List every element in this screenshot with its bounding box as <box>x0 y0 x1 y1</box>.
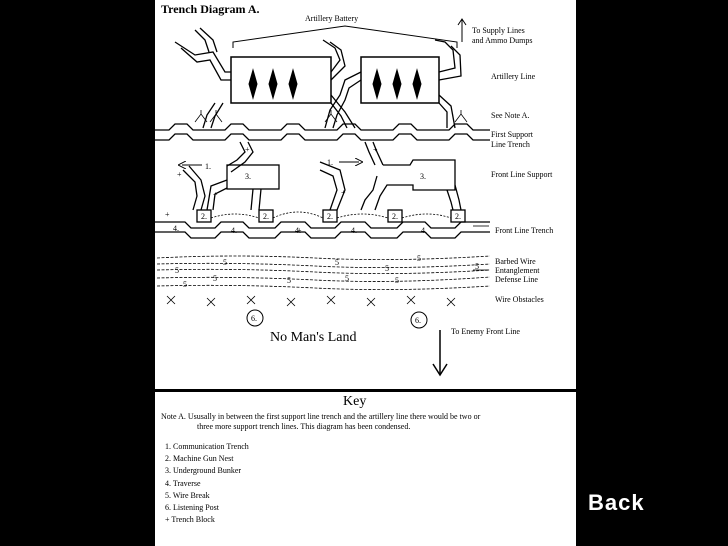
marker-machine-gun-nest: 2. <box>263 212 269 221</box>
wire-obstacles-label: Wire Obstacles <box>495 295 544 304</box>
barbed-wire-label: Barbed Wire <box>495 257 536 266</box>
back-button[interactable]: Back <box>588 490 645 515</box>
marker-trench-block: + <box>213 190 218 199</box>
artillery-emplacement <box>230 56 440 104</box>
marker-traverse: 4. <box>295 226 301 235</box>
front-line-support <box>182 141 462 211</box>
supply-lines-label: To Supply Lines <box>472 26 525 35</box>
marker-wire-break: 5 <box>385 264 389 273</box>
marker-trench-block: + <box>341 188 346 197</box>
key-title: Key <box>343 394 367 409</box>
marker-wire-break: 5 <box>175 266 179 275</box>
note-a-line-1: Note A. Ususally in between the first su… <box>161 412 481 421</box>
entanglement-label: Entanglement <box>495 266 540 275</box>
key-item: 1. Communication Trench <box>165 442 249 451</box>
front-line-trench <box>155 221 490 239</box>
marker-machine-gun-nest: 2. <box>392 212 398 221</box>
wire-obstacles <box>166 295 456 307</box>
artillery-battery-brace <box>232 25 458 48</box>
ammo-dumps-label: and Ammo Dumps <box>472 36 533 45</box>
enemy-arrow <box>432 330 448 377</box>
marker-bunker: 3. <box>420 172 426 181</box>
barbed-wire-entanglement <box>156 255 491 290</box>
marker-wire-break: 5 <box>475 262 479 271</box>
marker-machine-gun-nest: 2. <box>455 212 461 221</box>
listening-post <box>246 309 428 329</box>
marker-wire-break: 5 <box>183 280 187 289</box>
key-divider <box>155 389 576 392</box>
trench-diagram <box>155 18 491 377</box>
note-a: Note A. Ususally in between the first su… <box>161 412 571 432</box>
key-item: 6. Listening Post <box>165 503 220 513</box>
marker-communication-trench: 1. <box>205 162 211 171</box>
communication-trench <box>174 27 462 129</box>
marker-wire-break: 5 <box>287 276 291 285</box>
marker-trench-block: + <box>245 145 250 154</box>
marker-listening-post: 6. <box>251 314 257 323</box>
first-support-line-trench <box>155 123 490 141</box>
marker-traverse: 4. <box>173 224 179 233</box>
note-a-line-2: three more support trench lines. This di… <box>197 422 411 431</box>
key-item: 2. Machine Gun Nest <box>165 454 234 464</box>
defense-line-label: Defense Line <box>495 275 538 284</box>
marker-wire-break: 5 <box>213 274 217 283</box>
line-trench-label: Line Trench <box>491 140 530 149</box>
key-item: + Trench Block <box>165 515 215 525</box>
front-line-support-label: Front Line Support <box>491 170 553 179</box>
key-item: 4. Traverse <box>165 478 201 488</box>
marker-trench-block: + <box>165 210 170 219</box>
marker-wire-break: 5 <box>335 258 339 267</box>
marker-machine-gun-nest: 2. <box>201 212 207 221</box>
supply-arrow <box>457 18 467 42</box>
key-list: 1. Communication Trench 2. Machine Gun N… <box>165 441 249 526</box>
marker-bunker: 3. <box>245 172 251 181</box>
communication-trench-arrow <box>182 162 359 165</box>
marker-listening-post: 6. <box>415 316 421 325</box>
marker-trench-block: + <box>177 170 182 179</box>
front-trench-wire <box>210 211 452 219</box>
marker-traverse: 4. <box>351 226 357 235</box>
first-support-label: First Support <box>491 130 534 139</box>
marker-wire-break: 5 <box>345 274 349 283</box>
front-line-trench-label: Front Line Trench <box>495 226 554 235</box>
artillery-gun-icon <box>248 68 422 100</box>
marker-wire-break: 5 <box>395 276 399 285</box>
artillery-line-label: Artillery Line <box>491 72 536 81</box>
diagram-panel: Trench Diagram A. Artillery Battery To S… <box>155 0 576 546</box>
marker-wire-break: 5 <box>223 258 227 267</box>
see-note-label: See Note A. <box>491 111 530 120</box>
to-enemy-label: To Enemy Front Line <box>451 327 520 336</box>
key-item: 5. Wire Break <box>165 490 210 500</box>
no-mans-land-label: No Man's Land <box>270 330 357 345</box>
marker-machine-gun-nest: 2. <box>327 212 333 221</box>
artillery-battery-label: Artillery Battery <box>305 14 359 23</box>
marker-communication-trench: 1. <box>327 158 333 167</box>
label-leaders <box>473 225 489 271</box>
support-wire-marks <box>194 110 468 123</box>
machine-gun-nest <box>196 209 466 223</box>
marker-trench-block: + <box>373 145 378 154</box>
marker-wire-break: 5 <box>417 254 421 263</box>
marker-traverse: 4. <box>231 226 237 235</box>
marker-trench-block: + <box>297 226 302 235</box>
marker-traverse: 4. <box>421 226 427 235</box>
key-item: 3. Underground Bunker <box>165 466 242 476</box>
diagram-title: Trench Diagram A. <box>161 2 260 16</box>
